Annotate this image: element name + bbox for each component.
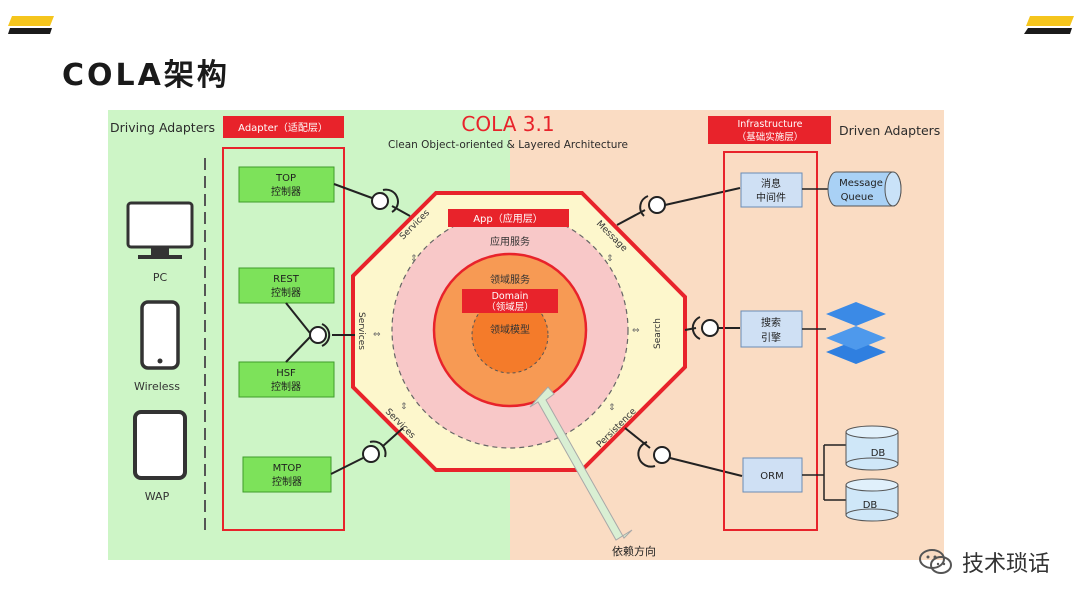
controller-mtop: MTOP 控制器 — [242, 456, 332, 493]
infrastructure-layer-box — [723, 151, 818, 531]
controller-rest: REST 控制器 — [238, 267, 335, 304]
svg-text:⇔: ⇔ — [632, 326, 640, 336]
device-label-pc: PC — [153, 271, 168, 284]
svg-text:中间件: 中间件 — [756, 191, 786, 204]
infrastructure-layer-label-bg — [708, 116, 831, 144]
adapter-layer-label-bg — [223, 116, 344, 138]
svg-text:HSF: HSF — [276, 368, 296, 379]
controller-hsf: HSF 控制器 — [238, 361, 335, 398]
search-engine-layers-icon — [826, 302, 886, 364]
infra-box-message-middleware: 消息 中间件 — [740, 172, 803, 208]
message-queue-label-2: Queue — [841, 192, 874, 203]
infra-box-orm: ORM — [742, 457, 803, 493]
controller-top: TOP 控制器 — [238, 166, 335, 203]
infra-box-search-engine: 搜索 引擎 — [740, 310, 803, 348]
connector-persistence — [624, 427, 743, 477]
svg-text:⇕: ⇕ — [608, 403, 616, 413]
connector-bottom — [330, 427, 404, 475]
svg-text:TOP: TOP — [275, 173, 296, 184]
domain-model-label: 领域模型 — [490, 323, 530, 336]
svg-text:⇕: ⇕ — [606, 254, 614, 264]
device-label-wap: WAP — [145, 490, 170, 503]
orm-db-links — [802, 444, 846, 501]
db-icon-2 — [845, 478, 899, 522]
port-label-services-mid: Services — [356, 312, 366, 350]
domain-model-core — [471, 296, 549, 374]
adapter-layer-box — [222, 147, 345, 531]
svg-text:控制器: 控制器 — [271, 286, 301, 299]
domain-layer-label-bg — [462, 289, 558, 313]
svg-text:REST: REST — [273, 274, 300, 285]
brand-watermark: 技术琐话 — [918, 546, 1050, 578]
cola-title: COLA 3.1 — [461, 112, 554, 136]
svg-text:消息: 消息 — [761, 177, 781, 190]
infrastructure-layer-label: Infrastructure — [737, 119, 802, 130]
app-service-label: 应用服务 — [490, 235, 530, 248]
corner-decoration-right — [1024, 16, 1074, 34]
db-icon-1 — [845, 425, 899, 471]
message-queue-label: Message — [839, 178, 883, 189]
domain-service-label: 领域服务 — [490, 273, 530, 286]
infrastructure-layer-label-cn: （基础实施层） — [737, 131, 804, 143]
connector-middle — [285, 302, 355, 363]
svg-text:⇕: ⇕ — [410, 254, 418, 264]
db-label-2: DB — [863, 500, 878, 511]
svg-text:MTOP: MTOP — [273, 463, 302, 474]
connector-message — [616, 187, 741, 226]
device-label-wireless: Wireless — [134, 380, 180, 393]
app-layer-label-bg — [448, 209, 569, 227]
phone-icon — [140, 300, 180, 370]
driving-adapters-header: Driving Adapters — [110, 120, 215, 135]
svg-text:控制器: 控制器 — [271, 185, 301, 198]
message-queue-icon — [827, 171, 902, 207]
cola-subtitle: Clean Object-oriented & Layered Architec… — [388, 139, 628, 151]
db-label-1: DB — [871, 448, 886, 459]
svg-text:搜索: 搜索 — [761, 316, 781, 329]
domain-layer-label-cn: （领域层） — [486, 301, 534, 313]
svg-text:⇕: ⇕ — [400, 402, 408, 412]
svg-text:⇔: ⇔ — [373, 330, 381, 340]
app-layer-label: App（应用层） — [473, 212, 543, 225]
port-label-search: Search — [653, 318, 663, 349]
dependency-arrow — [529, 386, 633, 541]
svg-text:控制器: 控制器 — [271, 380, 301, 393]
svg-text:引擎: 引擎 — [761, 331, 781, 344]
connector-search — [684, 316, 740, 340]
domain-layer-label: Domain — [492, 291, 529, 302]
pc-icon — [126, 201, 194, 259]
connector-top — [333, 183, 411, 217]
brand-name: 技术琐话 — [961, 552, 1050, 577]
page-title: COLA架构 — [62, 58, 230, 93]
dependency-direction-label: 依赖方向 — [612, 544, 656, 558]
svg-text:控制器: 控制器 — [272, 475, 302, 488]
adapter-layer-label: Adapter（适配层） — [238, 122, 328, 134]
driven-adapters-header: Driven Adapters — [839, 123, 940, 138]
wechat-icon — [918, 549, 952, 574]
corner-decoration-left — [8, 16, 54, 34]
svg-text:ORM: ORM — [760, 471, 783, 482]
tablet-icon — [133, 410, 187, 480]
